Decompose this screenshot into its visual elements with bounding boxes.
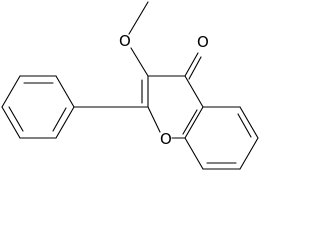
phenyl-o2-ipso-bond xyxy=(55,106,75,139)
phenyl-inner-bond-3 xyxy=(52,107,67,132)
o1-c2-bond xyxy=(147,106,161,133)
phenyl-ipso-o1-bond xyxy=(55,75,75,108)
carbonyl-bond xyxy=(184,52,199,77)
c4-c4a-bond xyxy=(184,75,204,108)
c4a-c8a-inner-bond xyxy=(182,109,198,135)
carbonyl-double-bond xyxy=(188,56,202,80)
c8-c8a-bond xyxy=(184,137,204,170)
ring-oxygen-label: O xyxy=(160,130,172,148)
c5-c6-bond xyxy=(239,106,259,139)
phenyl-inner-bond-2 xyxy=(8,106,24,132)
phenyl-m1-p-bond xyxy=(1,75,21,108)
carbonyl-oxygen-label: O xyxy=(197,33,209,51)
c6-c7-bond xyxy=(239,137,259,170)
molecule-structure: O O O xyxy=(1,1,259,170)
methoxy-c3-bond xyxy=(130,47,149,77)
c4a-c8a-bond xyxy=(184,106,204,139)
phenyl-p-m2-bond xyxy=(1,106,21,139)
c5-c6-inner-bond xyxy=(237,113,252,138)
methyl-bond xyxy=(128,1,149,35)
methoxy-oxygen-label: O xyxy=(119,32,131,50)
molecule-canvas: O O O xyxy=(1,1,259,170)
